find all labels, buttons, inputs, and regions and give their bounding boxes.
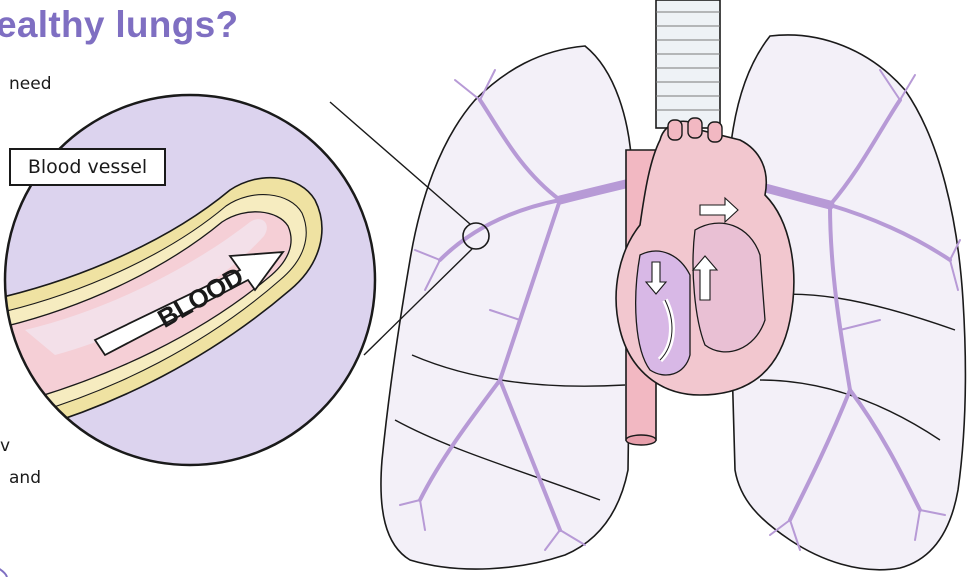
- page-heading: ealthy lungs?: [0, 4, 238, 46]
- trachea: [656, 0, 720, 128]
- blood-vessel-label: Blood vessel: [9, 148, 166, 186]
- magnified-inset: BLOOD: [0, 84, 400, 500]
- body-text-fragment-3: and: [9, 468, 41, 488]
- right-lung: [381, 46, 632, 569]
- body-text-fragment-2: v: [0, 436, 10, 456]
- body-text-fragment-1: need: [9, 74, 51, 94]
